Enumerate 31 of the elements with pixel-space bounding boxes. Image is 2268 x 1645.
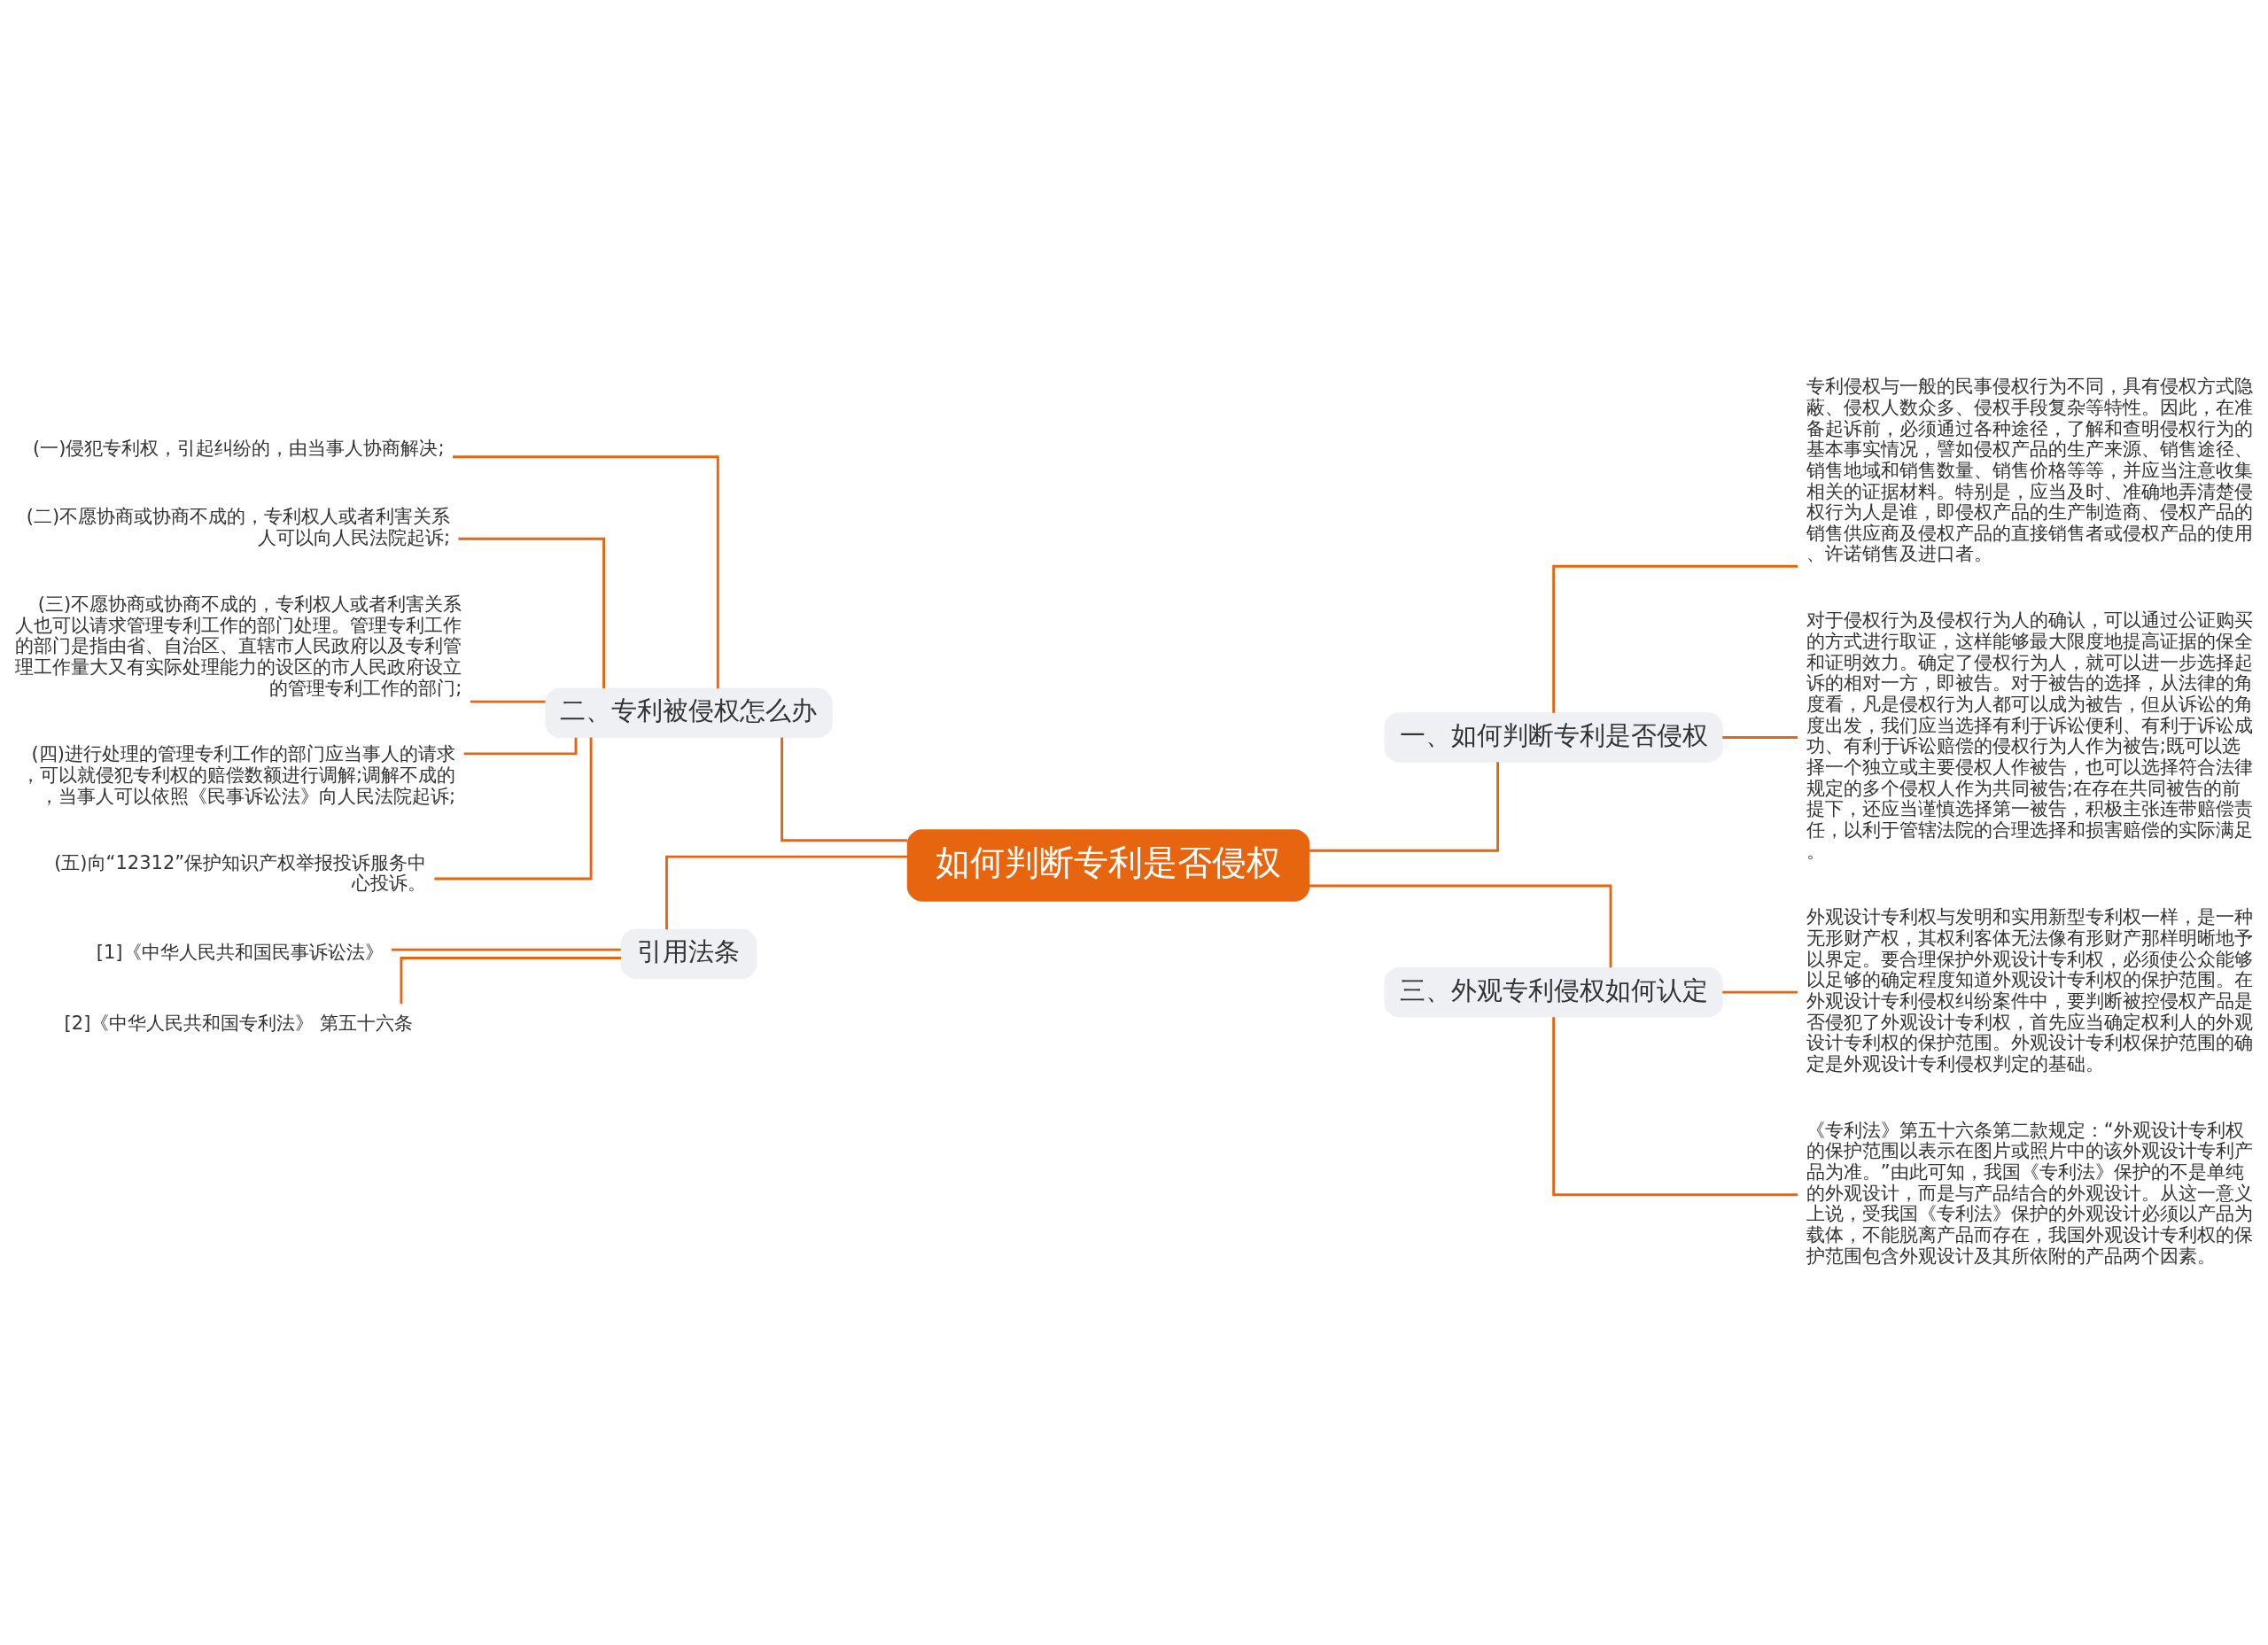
node-text: 外观设计专利权与发明和实用新型专利权一样，是一种无形财产权，其权利客体无法像有形财产那样明晰地予以界定。要合理保护外观设计专利权，必须使公众能够以足够的确定程度知道外观设计专利权的保护范围。在外观设计专利侵权纠纷案件中，要判断被控侵权产品是否侵犯了外观设计专利权，首先应当确定权利人的外观设计专利权的保护范围。外观设计专利权保护范围的确定是外观设计专利侵权判定的基础。 xyxy=(1806,904,2253,1075)
connector xyxy=(458,537,605,688)
node-text: (五)向“12312”保护知识产权举报投诉服务中心投诉。 xyxy=(54,850,427,894)
connector xyxy=(400,956,621,1004)
node-text: 对于侵权行为及侵权行为人的确认，可以通过公证购买的方式进行取证，这样能够最大限度地提高证据的保全和证明效力。确定了侵权行为人，就可以进一步选择起诉的相对一方，即被告。对于被告的选择，从法律的角度看，凡是侵权行为人都可以成为被告，但从诉讼的角度出发，我们应当选择有利于诉讼便利、有利于诉讼成功、有利于诉讼赔偿的侵权行为人作为被告;既可以选择一个独立或主要侵权人作被告，也可以选择符合法律规定的多个侵权人作为共同被告;在存在共同被告的前提下，还应当谨慎选择第一被告，积极主张连带赔偿责任，以利于管辖法院的合理选择和损害赔偿的实际满足。 xyxy=(1806,608,2253,861)
connector xyxy=(1552,1016,1798,1196)
connector xyxy=(463,737,578,755)
node-text: [1]《中华人民共和国民事诉讼法》 xyxy=(96,940,384,963)
connector xyxy=(391,948,621,951)
node-box: 一、如何判断专利是否侵权 xyxy=(1384,711,1723,763)
connector xyxy=(665,855,908,929)
node-box: 引用法条 xyxy=(620,928,757,979)
connector xyxy=(1722,735,1798,739)
connector xyxy=(434,736,593,880)
connector xyxy=(1309,761,1500,852)
node-text: (四)进行处理的管理专利工作的部门应当事人的请求，可以就侵犯专利权的赔偿数额进行调解;调解不成的，当事人可以依照《民事诉讼法》向人民法院起诉; xyxy=(20,741,456,807)
connector xyxy=(1722,990,1798,994)
node-text: (二)不愿协商或协商不成的，专利权人或者利害关系人可以向人民法院起诉; xyxy=(26,504,451,548)
connector xyxy=(1309,884,1612,967)
node-text: 《专利法》第五十六条第二款规定：“外观设计专利权的保护范围以表示在图片或照片中的该外观设计专利产品为准。”由此可知，我国《专利法》保护的不是单纯的外观设计，而是与产品结合的外观设计。从这一意义上说，受我国《专利法》保护的外观设计必须以产品为载体，不能脱离产品而存在，我国外观设计专利权的保护范围包含外观设计及其所依附的产品两个因素。 xyxy=(1806,1118,2253,1267)
node-box: 二、专利被侵权怎么办 xyxy=(545,687,833,738)
node-text: (三)不愿协商或协商不成的，专利权人或者利害关系人也可以请求管理专利工作的部门处理。管理专利工作的部门是指由省、自治区、直辖市人民政府以及专利管理工作量大又有实际处理能力的设区的市人民政府设立的管理专利工作的部门; xyxy=(15,592,462,699)
node-box: 如何判断专利是否侵权 xyxy=(906,828,1310,902)
connector xyxy=(470,700,546,703)
node-box: 三、外观专利侵权如何认定 xyxy=(1384,966,1723,1017)
node-text: [2]《中华人民共和国专利法》 第五十六条 xyxy=(64,1011,414,1034)
connector xyxy=(781,737,907,842)
node-text: (一)侵犯专利权，引起纠纷的，由当事人协商解决; xyxy=(33,436,445,459)
connector xyxy=(453,454,719,688)
node-text: 专利侵权与一般的民事侵权行为不同，具有侵权方式隐蔽、侵权人数众多、侵权手段复杂等特性。因此，在准备起诉前，必须通过各种途径，了解和查明侵权行为的基本事实情况，譬如侵权产品的生产来源、销售途径、销售地域和销售数量、销售价格等等，并应当注意收集相关的证据材料。特别是，应当及时、准确地弄清楚侵权行为人是谁，即侵权产品的生产制造商、侵权产品的销售供应商及侵权产品的直接销售者或侵权产品的使用、许诺销售及进口者。 xyxy=(1806,374,2253,564)
connector xyxy=(1552,564,1798,713)
